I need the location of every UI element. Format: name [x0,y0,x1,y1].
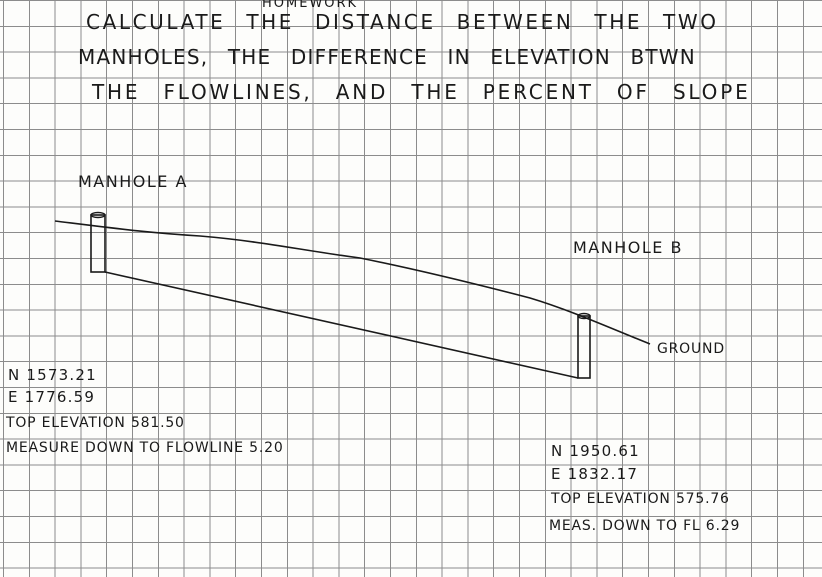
ground-label: GROUND [657,341,725,357]
flowline [104,271,579,379]
manhole-b-northing: N 1950.61 [551,442,640,460]
ground-line [54,220,651,345]
manhole-a-top-elevation: TOP ELEVATION 581.50 [6,415,185,431]
manhole-a-easting: E 1776.59 [8,388,96,406]
homework-title: HOMEWORK [262,0,359,11]
manhole-b-top-elevation: TOP ELEVATION 575.76 [551,491,730,507]
manhole-b-label: MANHOLE B [573,238,683,257]
instruction-line-3: THE FLOWLINES, AND THE PERCENT OF SLOPE [92,80,751,104]
manhole-a-measure-down: MEASURE DOWN TO FLOWLINE 5.20 [6,440,284,456]
manhole-b-symbol [577,312,591,379]
instruction-line-2: MANHOLES, THE DIFFERENCE IN ELEVATION BT… [78,45,696,69]
manhole-a-symbol [90,211,106,273]
instruction-line-1: CALCULATE THE DISTANCE BETWEEN THE TWO [86,10,719,34]
manhole-a-label: MANHOLE A [78,172,188,191]
manhole-b-easting: E 1832.17 [551,465,639,483]
manhole-b-measure-down: MEAS. DOWN TO FL 6.29 [549,518,741,534]
manhole-a-northing: N 1573.21 [8,366,97,384]
